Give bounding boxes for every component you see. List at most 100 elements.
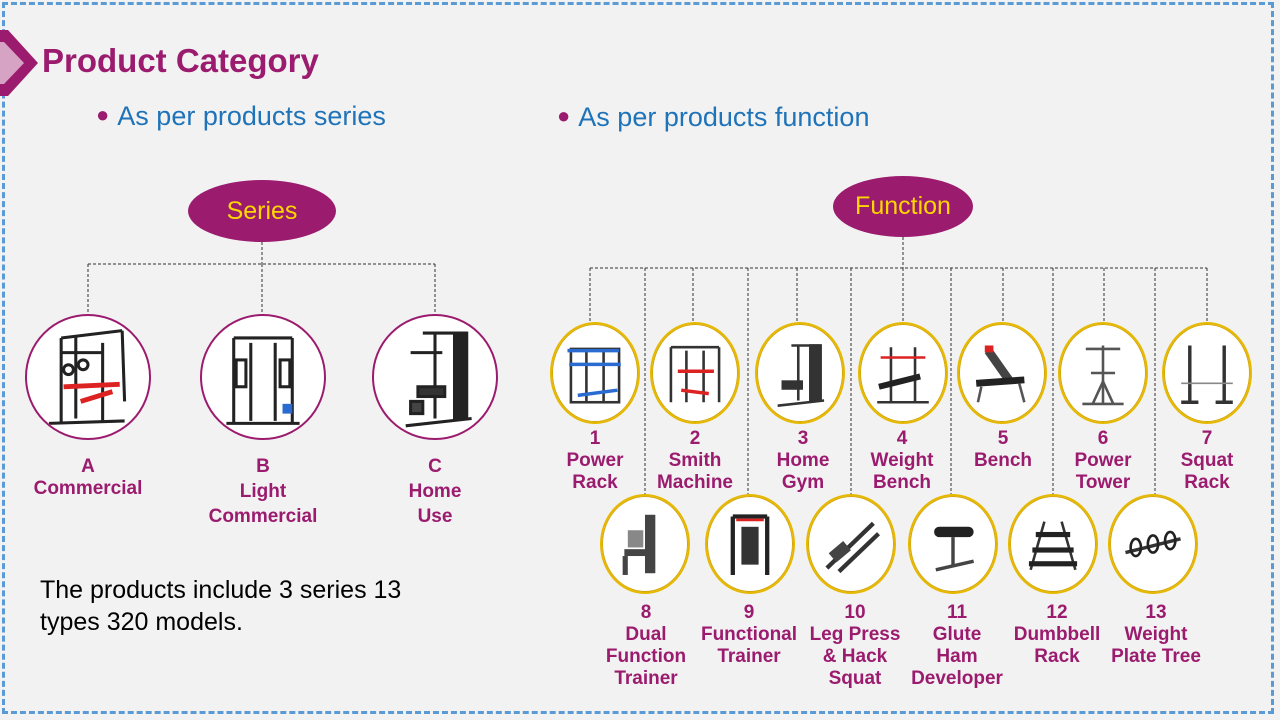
function-name-line: Squat	[1180, 450, 1234, 471]
glute-ham-developer-icon	[934, 526, 975, 572]
chevron-marker-icon	[0, 30, 38, 96]
function-name-line: Weight	[870, 450, 934, 471]
function-name-line: Leg Press	[809, 624, 901, 645]
function-4-image	[858, 322, 948, 424]
function-name-line: Rack	[1034, 646, 1080, 667]
function-number: 12	[1046, 602, 1068, 623]
function-5-label: 5 Bench	[953, 428, 1053, 472]
function-name-line: Power	[566, 450, 624, 471]
summary-note-line: types 320 models.	[40, 608, 243, 636]
leg-press-icon	[825, 521, 881, 574]
series-name-line: Home	[408, 481, 462, 502]
squat-rack-icon	[1181, 345, 1233, 404]
series-c-image	[372, 314, 498, 440]
series-a-image	[25, 314, 151, 440]
function-5-image	[957, 322, 1047, 424]
function-name-line: Dumbbell	[1013, 624, 1101, 645]
function-12-image	[1008, 494, 1098, 594]
function-name-line: Bench	[872, 472, 932, 493]
function-9-image	[705, 494, 795, 594]
function-8-label: 8 Dual Function Trainer	[596, 602, 696, 690]
function-2-image	[650, 322, 740, 424]
smith-machine-icon	[669, 345, 721, 403]
power-tower-icon	[1082, 345, 1124, 406]
function-name-line: Developer	[911, 668, 1003, 689]
series-heading: Series	[188, 180, 336, 242]
bullet-function: ● As per products function	[557, 102, 869, 133]
function-name-line: Plate Tree	[1111, 646, 1201, 667]
function-name-line: Weight	[1124, 624, 1188, 645]
function-number: 5	[997, 428, 1009, 449]
page-title: Product Category	[42, 42, 319, 79]
series-letter: C	[428, 456, 442, 477]
function-name-line: Glute	[932, 624, 982, 645]
dual-function-trainer-icon	[622, 514, 656, 575]
bullet-series: ●As per products series	[96, 101, 386, 132]
function-name-line: Gym	[781, 472, 825, 493]
function-name-line: Function	[605, 646, 687, 667]
function-name-line: Rack	[1184, 472, 1230, 493]
power-rack-icon	[567, 347, 621, 404]
function-number: 13	[1145, 602, 1167, 623]
function-heading: Function	[833, 176, 973, 237]
functional-trainer-icon	[730, 514, 770, 575]
series-b-image	[200, 314, 326, 440]
function-name-line: Home	[776, 450, 830, 471]
function-7-image	[1162, 322, 1252, 424]
weight-bench-icon	[877, 347, 929, 404]
function-2-label: 2 Smith Machine	[645, 428, 745, 494]
series-a-label: A Commercial	[25, 456, 151, 500]
function-name-line: Rack	[572, 472, 618, 493]
function-number: 9	[743, 602, 755, 623]
function-9-label: 9 Functional Trainer	[694, 602, 804, 668]
summary-note: The products include 3 series 13 types 3…	[40, 574, 460, 638]
function-10-label: 10 Leg Press & Hack Squat	[800, 602, 910, 690]
bullet-function-text: As per products function	[578, 102, 870, 132]
function-1-image	[550, 322, 640, 424]
function-name-line: Functional	[700, 624, 798, 645]
function-12-label: 12 Dumbbell Rack	[1002, 602, 1112, 668]
function-number: 11	[946, 602, 968, 623]
function-name-line: Squat	[828, 668, 882, 689]
series-name-line: Commercial	[208, 506, 318, 527]
function-13-image	[1108, 494, 1198, 594]
function-name-line: Trainer	[614, 668, 678, 689]
function-3-image	[755, 322, 845, 424]
function-6-label: 6 Power Tower	[1053, 428, 1153, 494]
smith-machine-icon	[226, 336, 300, 425]
bullet-dot-icon: ●	[557, 103, 571, 128]
function-8-image	[600, 494, 690, 594]
home-gym-icon	[777, 344, 825, 407]
dumbbell-rack-icon	[1028, 521, 1078, 571]
function-11-image	[908, 494, 998, 594]
series-letter: B	[256, 456, 270, 477]
function-7-label: 7 Squat Rack	[1157, 428, 1257, 494]
function-name-line: Ham	[936, 646, 978, 667]
summary-note-line: The products include 3 series 13	[40, 576, 402, 604]
function-number: 6	[1097, 428, 1109, 449]
function-number: 2	[689, 428, 701, 449]
function-10-image	[806, 494, 896, 594]
function-11-label: 11 Glute Ham Developer	[902, 602, 1012, 690]
function-name-line: & Hack	[822, 646, 888, 667]
function-number: 3	[797, 428, 809, 449]
function-number: 1	[589, 428, 601, 449]
series-letter: A	[81, 456, 95, 477]
series-b-label: B Light Commercial	[190, 456, 336, 528]
function-name-line: Bench	[973, 450, 1033, 471]
function-number: 4	[896, 428, 908, 449]
weight-plate-tree-icon	[1125, 530, 1181, 558]
home-gym-icon	[405, 331, 472, 428]
function-name-line: Dual	[625, 624, 667, 645]
adjustable-bench-icon	[975, 345, 1026, 403]
function-name-line: Tower	[1075, 472, 1131, 493]
function-number: 8	[640, 602, 652, 623]
function-number: 10	[844, 602, 866, 623]
function-name-line: Trainer	[717, 646, 781, 667]
function-3-label: 3 Home Gym	[753, 428, 853, 494]
series-name-line: Commercial	[33, 478, 143, 499]
function-name-line: Machine	[656, 472, 734, 493]
